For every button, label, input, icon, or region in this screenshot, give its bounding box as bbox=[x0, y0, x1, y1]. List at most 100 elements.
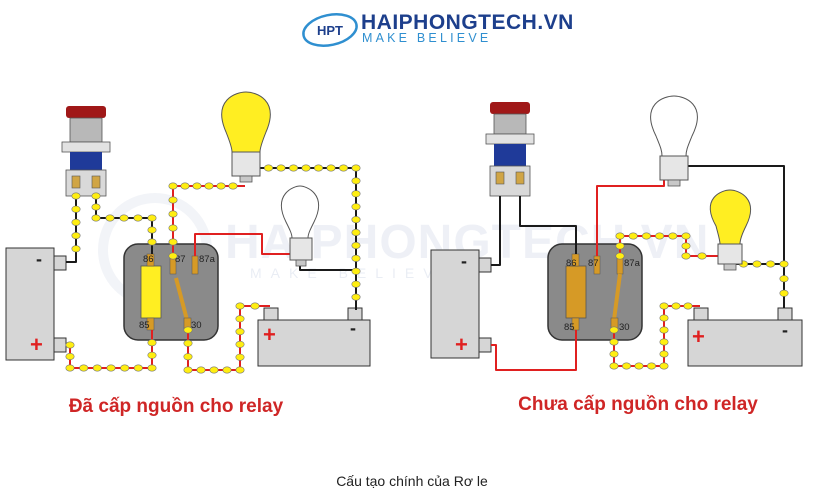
current-bead bbox=[628, 232, 638, 240]
current-bead bbox=[192, 182, 202, 190]
current-bead bbox=[92, 364, 102, 372]
battery-plus-sign: + bbox=[455, 332, 468, 357]
current-bead bbox=[351, 164, 361, 172]
logo-text: HPT bbox=[317, 23, 343, 38]
brand-tagline: MAKE BELIEVE bbox=[362, 31, 491, 45]
figure-caption: Cấu tạo chính của Rơ le bbox=[336, 473, 488, 489]
current-bead bbox=[659, 362, 669, 370]
current-bead bbox=[180, 182, 190, 190]
current-bead bbox=[216, 182, 226, 190]
current-bead bbox=[609, 350, 619, 358]
current-bead bbox=[697, 252, 707, 260]
current-bead bbox=[615, 232, 625, 240]
pin-85-label: 85 bbox=[564, 322, 575, 333]
battery-left: - + bbox=[5, 247, 67, 361]
pin-85-label: 85 bbox=[139, 320, 150, 331]
diagram-idle: - + + - bbox=[430, 95, 803, 415]
current-bead bbox=[65, 341, 75, 349]
current-bead bbox=[183, 353, 193, 361]
pin-30-label: 30 bbox=[619, 322, 630, 333]
current-bead bbox=[168, 252, 178, 260]
current-bead bbox=[276, 164, 286, 172]
current-bead bbox=[147, 339, 157, 347]
pin-30-label: 30 bbox=[191, 320, 202, 331]
current-bead bbox=[641, 232, 651, 240]
current-bead bbox=[615, 242, 625, 250]
current-bead bbox=[106, 364, 116, 372]
current-bead bbox=[351, 216, 361, 224]
current-bead bbox=[250, 302, 260, 310]
current-bead bbox=[615, 252, 625, 260]
current-bead bbox=[659, 302, 669, 310]
current-bead bbox=[71, 218, 81, 226]
current-beads bbox=[65, 164, 361, 374]
current-bead bbox=[659, 326, 669, 334]
current-bead bbox=[91, 214, 101, 222]
current-bead bbox=[65, 352, 75, 360]
current-bead bbox=[168, 210, 178, 218]
current-bead bbox=[655, 232, 665, 240]
current-bead bbox=[168, 238, 178, 246]
current-bead bbox=[668, 232, 678, 240]
push-switch bbox=[61, 106, 111, 197]
current-bead bbox=[133, 364, 143, 372]
battery-minus-sign: - bbox=[36, 249, 42, 269]
lamp-middle-on bbox=[709, 189, 752, 271]
push-switch bbox=[485, 102, 535, 197]
lamp-middle-off bbox=[280, 185, 320, 267]
current-bead bbox=[659, 314, 669, 322]
current-bead bbox=[779, 260, 789, 268]
current-bead bbox=[752, 260, 762, 268]
relay-coil bbox=[565, 265, 587, 319]
diagram-caption: Chưa cấp nguồn cho relay bbox=[518, 394, 758, 415]
lamp-top-off bbox=[650, 95, 698, 187]
current-bead bbox=[659, 350, 669, 358]
current-bead bbox=[168, 224, 178, 232]
current-bead bbox=[235, 328, 245, 336]
current-bead bbox=[683, 302, 693, 310]
pin-87a-label: 87a bbox=[199, 254, 216, 265]
current-bead bbox=[71, 232, 81, 240]
current-bead bbox=[147, 364, 157, 372]
current-bead bbox=[351, 177, 361, 185]
current-bead bbox=[338, 164, 348, 172]
pin-86-label: 86 bbox=[566, 258, 577, 269]
current-bead bbox=[71, 245, 81, 253]
current-bead bbox=[351, 254, 361, 262]
battery-minus-sign: - bbox=[461, 251, 467, 271]
current-bead bbox=[351, 280, 361, 288]
current-bead bbox=[119, 214, 129, 222]
current-bead bbox=[222, 366, 232, 374]
current-bead bbox=[263, 164, 273, 172]
lamp-top-on bbox=[221, 91, 271, 183]
current-bead bbox=[120, 364, 130, 372]
current-bead bbox=[351, 190, 361, 198]
current-bead bbox=[133, 214, 143, 222]
current-bead bbox=[183, 366, 193, 374]
current-bead bbox=[168, 196, 178, 204]
current-bead bbox=[288, 164, 298, 172]
relay-coil bbox=[140, 265, 162, 319]
current-bead bbox=[105, 214, 115, 222]
current-bead bbox=[183, 326, 193, 334]
battery-plus-sign: + bbox=[692, 324, 705, 349]
current-bead bbox=[65, 364, 75, 372]
current-bead bbox=[609, 338, 619, 346]
current-bead bbox=[196, 366, 206, 374]
current-bead bbox=[91, 192, 101, 200]
pin-87-label: 87 bbox=[175, 254, 186, 265]
relay: 86 87 87a 85 30 bbox=[547, 243, 643, 341]
battery-left: - + bbox=[430, 249, 492, 359]
current-bead bbox=[609, 326, 619, 334]
current-bead bbox=[351, 267, 361, 275]
current-bead bbox=[91, 203, 101, 211]
current-bead bbox=[326, 164, 336, 172]
current-bead bbox=[209, 366, 219, 374]
current-bead bbox=[621, 362, 631, 370]
brand-header: HPT HAIPHONGTECH.VN MAKE BELIEVE bbox=[302, 11, 573, 47]
current-bead bbox=[681, 232, 691, 240]
battery-minus-sign: - bbox=[350, 318, 356, 338]
pin-86-label: 86 bbox=[143, 254, 154, 265]
current-bead bbox=[235, 315, 245, 323]
